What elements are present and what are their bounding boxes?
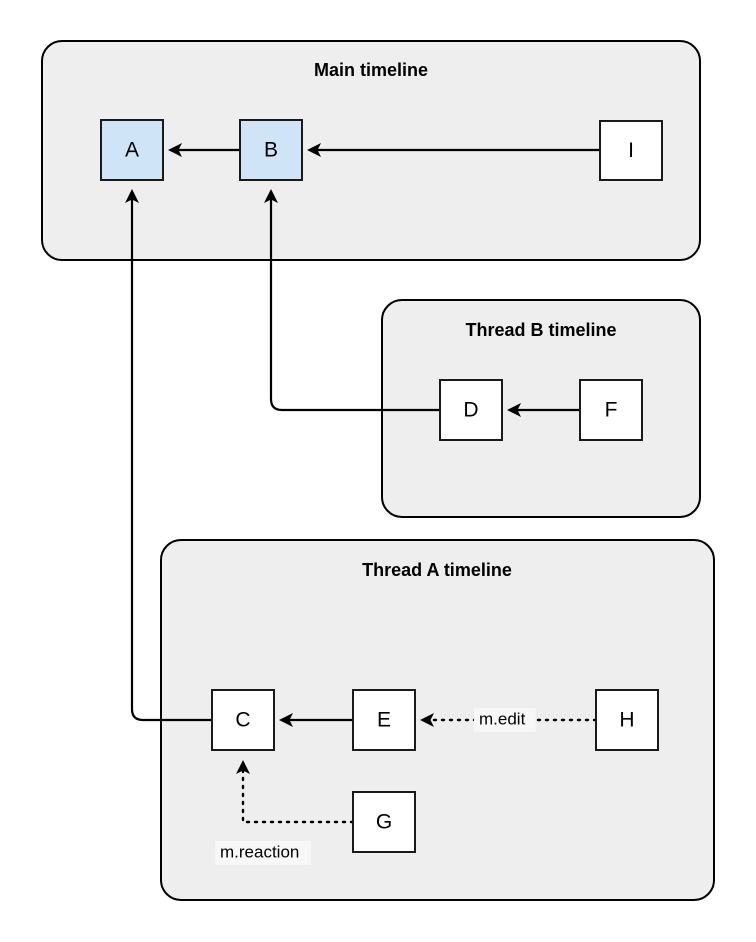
event-node-box-C[interactable] — [211, 689, 275, 751]
edge-path-G-to-C — [241, 766, 355, 824]
arrowhead-icon-B-to-A — [168, 143, 182, 157]
event-node-box-E[interactable] — [352, 689, 416, 751]
edge-labels: m.edit m.reaction — [215, 708, 536, 865]
edge-H-to-E — [420, 713, 598, 727]
edge-E-to-C — [279, 713, 353, 727]
timeline-group-title-thread-a: Thread A timeline — [362, 560, 512, 580]
event-node-label-H: H — [619, 709, 634, 732]
event-node-B[interactable]: B — [239, 119, 303, 181]
event-node-I[interactable]: I — [599, 120, 663, 181]
edge-path-C-to-A — [130, 197, 212, 722]
event-node-C[interactable]: C — [211, 689, 275, 751]
event-node-label-E: E — [377, 709, 391, 732]
event-node-label-D: D — [463, 399, 478, 422]
event-node-G[interactable]: G — [352, 791, 416, 853]
arrowhead-icon-I-to-B — [307, 143, 321, 157]
event-node-label-I: I — [628, 139, 634, 162]
edge-B-to-A — [168, 143, 240, 157]
arrowhead-icon-F-to-D — [507, 403, 521, 417]
event-node-box-B[interactable] — [239, 119, 303, 181]
edge-label-group-G-to-C: m.reaction — [215, 841, 311, 865]
arrowhead-icon-G-to-C — [236, 760, 250, 774]
edge-path-D-to-B — [269, 197, 440, 412]
edge-label-bg-G-to-C — [215, 841, 311, 865]
arrowhead-icon-H-to-E — [420, 713, 434, 727]
edge-I-to-B — [307, 143, 600, 157]
event-node-box-I[interactable] — [599, 120, 663, 181]
timeline-group-thread-b: Thread B timeline — [381, 299, 701, 518]
event-node-box-F[interactable] — [579, 379, 643, 441]
event-node-label-C: C — [235, 709, 250, 732]
arrowhead-icon-C-to-A — [125, 189, 139, 203]
event-node-label-G: G — [376, 811, 392, 834]
timeline-group-box-thread-b — [381, 299, 701, 518]
event-node-box-D[interactable] — [439, 379, 503, 441]
event-node-D[interactable]: D — [439, 379, 503, 441]
timeline-group-title-thread-b: Thread B timeline — [465, 320, 616, 340]
event-nodes: A B I D F C E H G — [100, 119, 663, 853]
event-node-box-H[interactable] — [595, 689, 659, 751]
edge-D-to-B — [264, 189, 440, 412]
arrowhead-icon-E-to-C — [279, 713, 293, 727]
edge-label-G-to-C: m.reaction — [220, 842, 299, 861]
event-node-F[interactable]: F — [579, 379, 643, 441]
edge-F-to-D — [507, 403, 580, 417]
edge-G-to-C — [236, 760, 355, 824]
edge-label-group-H-to-E: m.edit — [474, 708, 536, 732]
timeline-group-title-main: Main timeline — [314, 60, 428, 80]
event-node-label-F: F — [605, 399, 618, 422]
edge-label-H-to-E: m.edit — [479, 709, 526, 728]
arrowhead-icon-D-to-B — [264, 189, 278, 203]
event-node-box-A[interactable] — [100, 119, 164, 181]
edge-label-bg-H-to-E — [474, 708, 536, 732]
event-node-A[interactable]: A — [100, 119, 164, 181]
edges — [125, 143, 600, 824]
event-node-label-A: A — [125, 139, 139, 162]
event-node-label-B: B — [264, 139, 278, 162]
event-node-H[interactable]: H — [595, 689, 659, 751]
event-node-box-G[interactable] — [352, 791, 416, 853]
event-node-E[interactable]: E — [352, 689, 416, 751]
edge-C-to-A — [125, 189, 212, 722]
